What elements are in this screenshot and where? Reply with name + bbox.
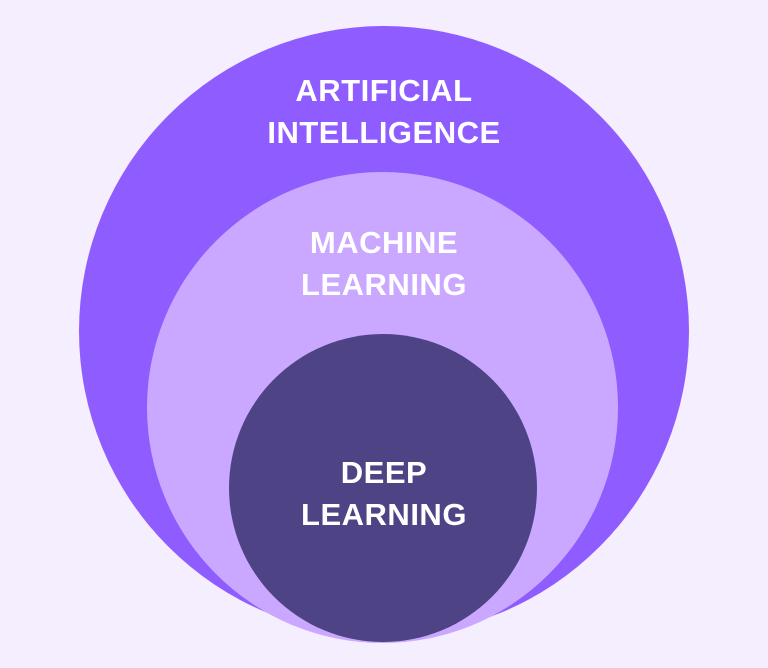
deep-learning-label: DEEP LEARNING [0, 452, 768, 536]
artificial-intelligence-label: ARTIFICIAL INTELLIGENCE [0, 70, 768, 154]
machine-learning-label: MACHINE LEARNING [0, 222, 768, 306]
machine-learning-label-line-1: MACHINE [309, 225, 459, 260]
deep-learning-circle [229, 334, 537, 642]
artificial-intelligence-label-line-2: INTELLIGENCE [267, 115, 501, 150]
deep-learning-label-line-1: DEEP [340, 455, 428, 490]
deep-learning-label-line-2: LEARNING [301, 497, 467, 532]
machine-learning-label-line-2: LEARNING [301, 267, 467, 302]
artificial-intelligence-label-line-1: ARTIFICIAL [295, 73, 473, 108]
